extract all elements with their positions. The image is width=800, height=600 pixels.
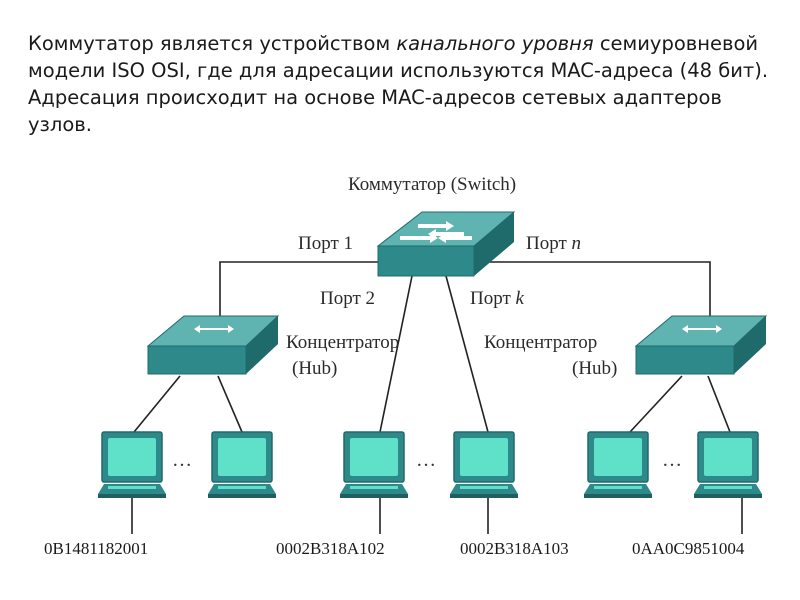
port-1-label: Порт 1 — [298, 233, 353, 254]
ellipsis: … — [416, 449, 436, 471]
hub-right-label-line1: Концентратор — [484, 332, 597, 353]
description-part1: Коммутатор является устройством — [28, 32, 397, 55]
ellipsis: … — [662, 449, 682, 471]
description-part2: семиуровневой модели ISO OSI, где для ад… — [28, 32, 769, 136]
cables — [131, 261, 743, 534]
mac-address-2: 0002B318A102 — [276, 539, 385, 558]
switch-arrows-icon — [400, 221, 472, 243]
mac-address-3: 0002B318A103 — [460, 539, 569, 558]
computer-icon — [207, 431, 277, 499]
hub-left-label-line1: Концентратор — [286, 332, 399, 353]
port-n-label: Порт n — [526, 233, 581, 254]
computer-icon — [693, 431, 763, 499]
hub-left-device — [146, 315, 280, 375]
computer-icon — [583, 431, 653, 499]
switch-label: Коммутатор (Switch) — [348, 174, 516, 195]
switch-device — [376, 211, 516, 277]
mac-address-1: 0B1481182001 — [44, 539, 148, 558]
ellipsis: … — [172, 449, 192, 471]
computer-icon — [97, 431, 167, 499]
computer-icon — [449, 431, 519, 499]
mac-address-4: 0AA0C9851004 — [632, 539, 745, 558]
port-2-label: Порт 2 — [320, 288, 375, 309]
hub-right-label-line2: (Hub) — [572, 358, 617, 379]
hub-left-label-line2: (Hub) — [292, 358, 337, 379]
description-text: Коммутатор является устройством канально… — [28, 30, 778, 138]
hub-arrows-icon — [194, 325, 234, 333]
hub-arrows-icon — [682, 325, 722, 333]
computer-icon — [339, 431, 409, 499]
hub-right-device — [634, 315, 768, 375]
description-emphasis: канального уровня — [396, 32, 594, 55]
port-k-label: Порт k — [470, 288, 525, 309]
